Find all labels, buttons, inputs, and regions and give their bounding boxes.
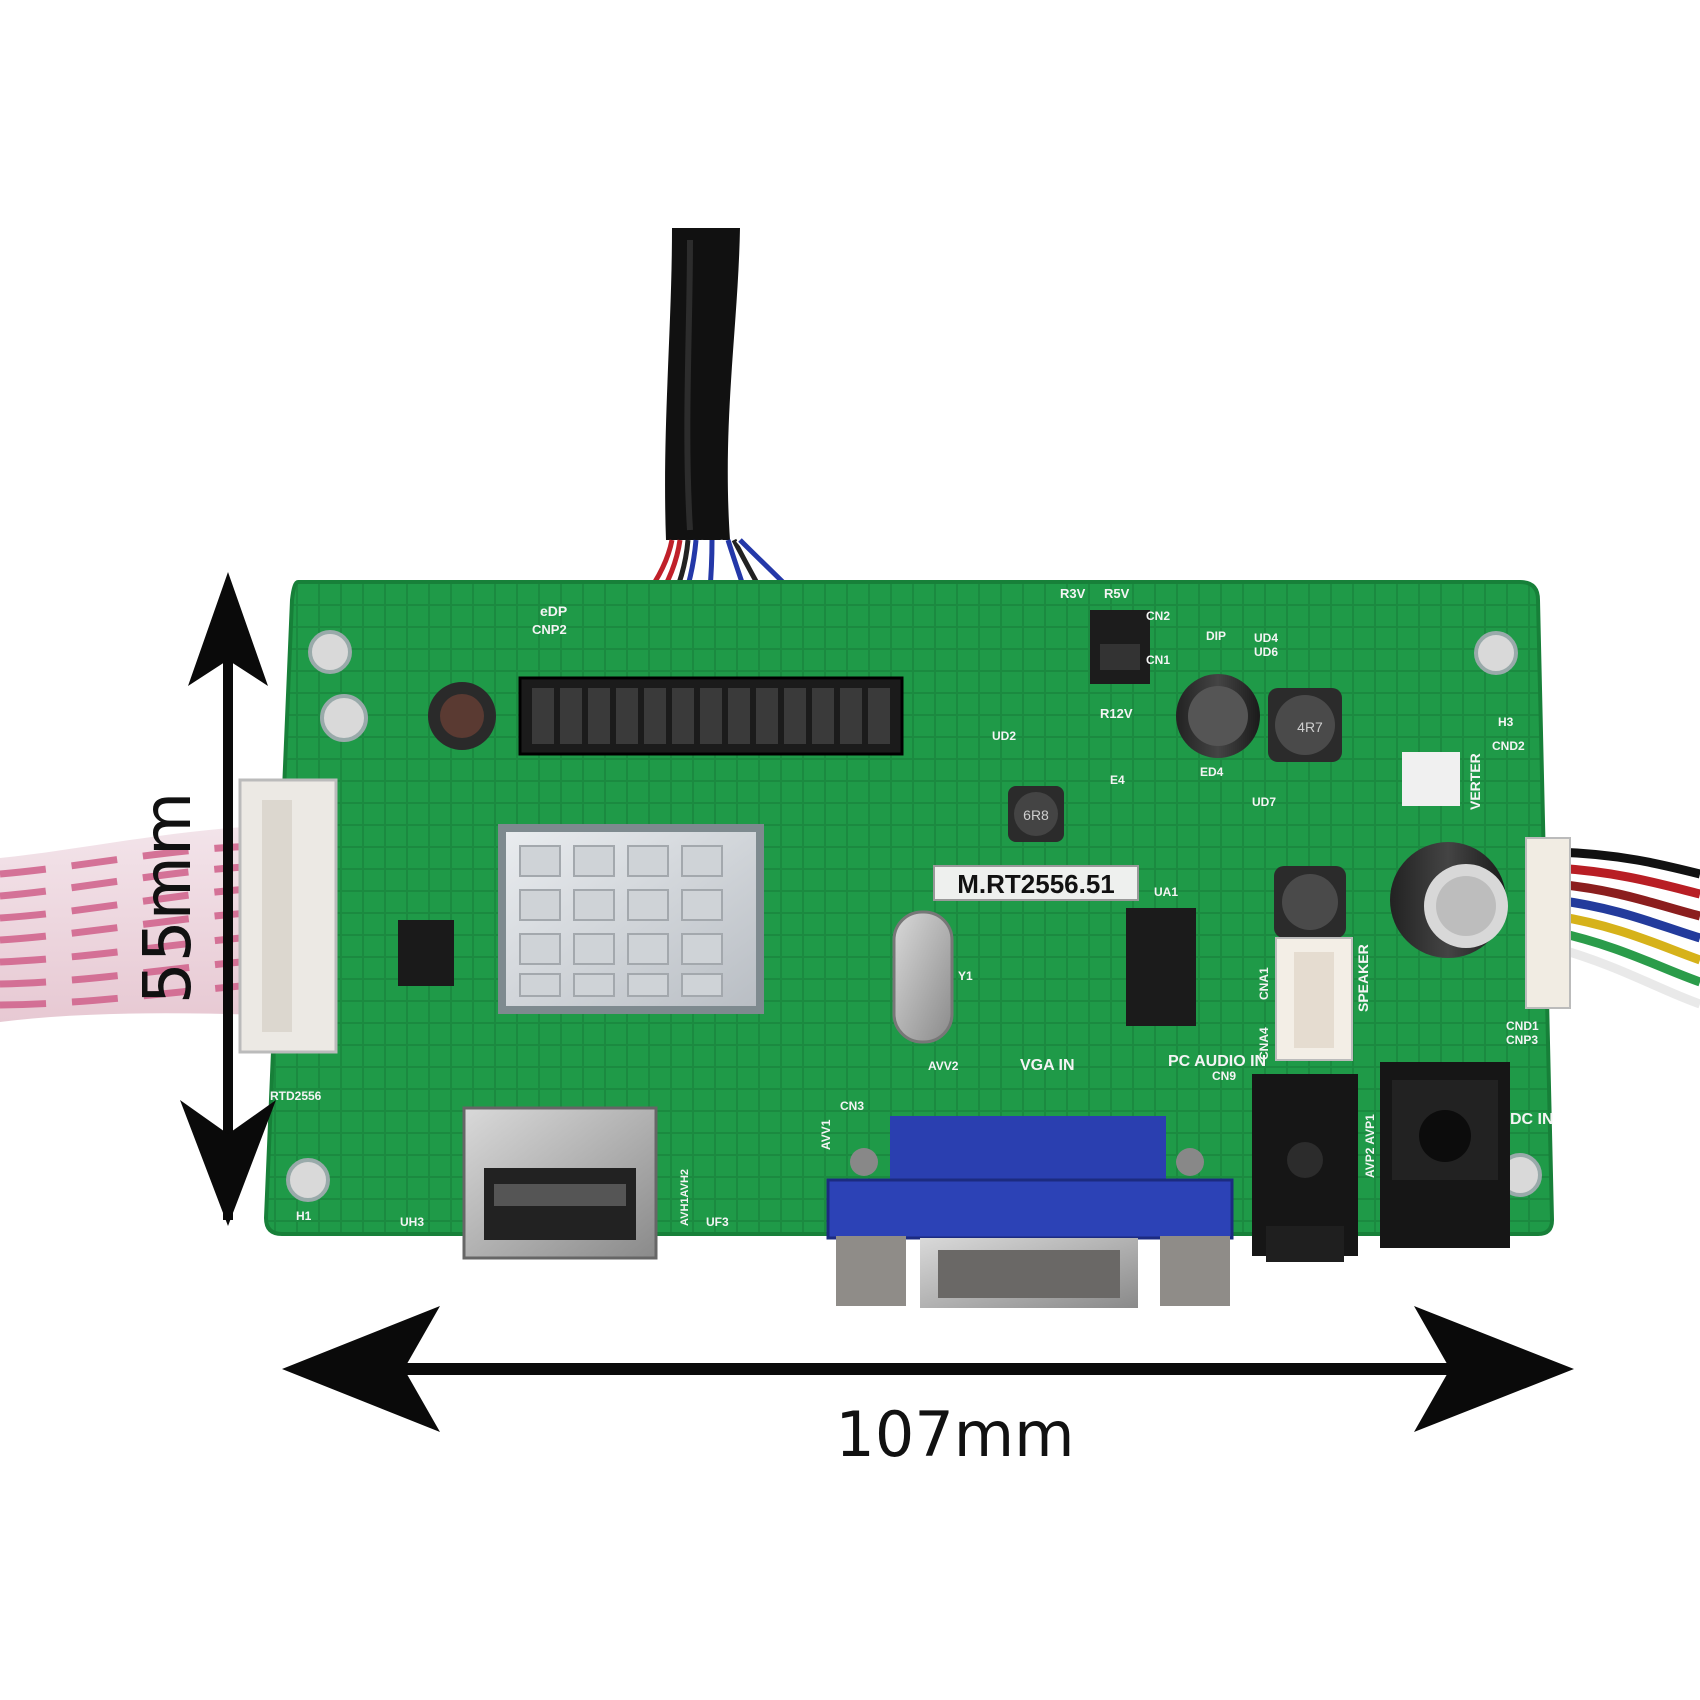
silk-r12v: R12V (1100, 706, 1133, 721)
silk-ud4: UD4 (1254, 631, 1278, 645)
silk-edp: eDP (540, 603, 567, 619)
silk-speaker: SPEAKER (1355, 944, 1371, 1012)
power-connector (1525, 837, 1571, 1009)
silk-ud6: UD6 (1254, 645, 1278, 659)
inductor-2 (1008, 786, 1064, 842)
silk-cn2: CN2 (1146, 609, 1170, 623)
silk-cn9: CN9 (1212, 1069, 1236, 1083)
silk-cnp3: CNP3 (1506, 1033, 1538, 1047)
mounting-holes (286, 630, 1542, 1202)
jumper-header (1090, 610, 1150, 684)
silk-cn1: CN1 (1146, 653, 1170, 667)
silk-pc-audio-in: PC AUDIO IN (1168, 1053, 1266, 1070)
inductor-4 (1274, 866, 1346, 938)
width-dimension-arrow (282, 1306, 1574, 1432)
eeprom-chip (398, 920, 454, 986)
ribbon-connector (238, 778, 338, 1054)
silk-cn3: CN3 (840, 1099, 864, 1113)
vga-port (826, 1116, 1234, 1308)
silk-ud2: UD2 (992, 729, 1016, 743)
inductor-1 (428, 682, 496, 750)
power-wires (1554, 847, 1700, 1009)
height-dimension-arrow (180, 572, 276, 1226)
silk-avh: AVH1AVH2 (679, 1169, 691, 1226)
silk-cnd2: CND2 (1492, 739, 1525, 753)
ic-6r8-label: 6R8 (1023, 807, 1049, 823)
silk-uf3: UF3 (706, 1215, 729, 1229)
crystal-y1 (892, 910, 954, 1044)
silk-r3v: R3V (1060, 586, 1086, 601)
silk-ua1: UA1 (1154, 885, 1178, 899)
ic-4r7-label: 4R7 (1297, 719, 1323, 735)
silk-ud7: UD7 (1252, 795, 1276, 809)
silk-e4: E4 (1110, 773, 1125, 787)
silk-cna4: CNA4 (1257, 1027, 1271, 1060)
silk-y1: Y1 (958, 969, 973, 983)
dc-jack (1380, 1062, 1510, 1248)
audio-amp-chip (1126, 908, 1196, 1026)
heatsink (498, 824, 764, 1014)
edp-connector (518, 676, 904, 756)
silk-dip: DIP (1206, 629, 1226, 643)
capacitor-1 (1176, 674, 1260, 758)
speaker-connector (1275, 937, 1353, 1061)
height-label: 55mm (129, 792, 206, 1005)
silk-ed4: ED4 (1200, 765, 1224, 779)
silk-dc-in: DC IN (1510, 1111, 1554, 1128)
silk-logo-square (1402, 752, 1460, 806)
silk-avv1: AVV1 (819, 1119, 833, 1150)
width-label: 107mm (835, 1398, 1074, 1471)
silk-avp: AVP2 AVP1 (1363, 1114, 1377, 1178)
silk-uh3: UH3 (400, 1215, 424, 1229)
silk-vga-in: VGA IN (1020, 1057, 1075, 1074)
silk-cnp2: CNP2 (532, 622, 567, 637)
silk-inverter: VERTER (1467, 753, 1483, 810)
silk-cna1: CNA1 (1257, 967, 1271, 1000)
silk-avv2: AVV2 (928, 1059, 959, 1073)
audio-jack (1252, 1074, 1358, 1262)
silk-rtd: RTD2556 (270, 1089, 322, 1103)
model-label (933, 865, 1139, 901)
silk-h3: H3 (1498, 715, 1514, 729)
capacitor-2 (1390, 842, 1508, 958)
silk-r5v: R5V (1104, 586, 1130, 601)
hdmi-port (462, 1106, 658, 1260)
silk-h1: H1 (296, 1209, 312, 1223)
model-text: M.RT2556.51 (957, 869, 1115, 899)
silk-cnd1: CND1 (1506, 1019, 1539, 1033)
inductor-3 (1268, 688, 1342, 762)
